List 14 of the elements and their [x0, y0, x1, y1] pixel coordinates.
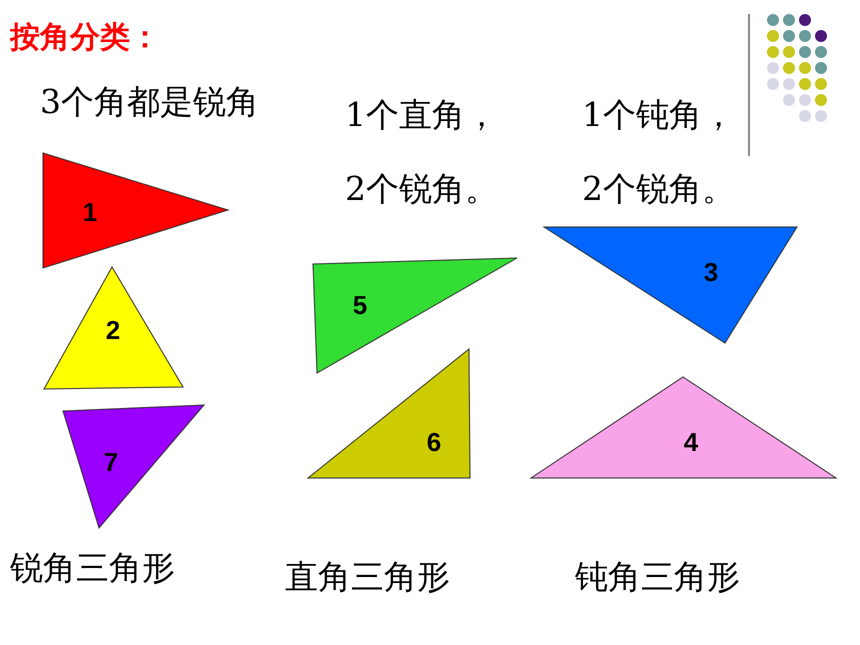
category-label: 直角三角形 — [285, 557, 451, 597]
triangle-number: 4 — [684, 428, 698, 456]
triangle-number: 1 — [82, 198, 98, 226]
triangle-number: 2 — [106, 316, 120, 344]
triangle-number: 3 — [704, 258, 718, 286]
description-text: 1个直角，2个锐角。 — [345, 94, 499, 210]
description-text: 3个角都是锐角 — [40, 82, 260, 122]
category-label: 锐角三角形 — [10, 548, 176, 588]
category-label: 钝角三角形 — [575, 557, 741, 597]
triangle-number: 5 — [352, 291, 368, 319]
description-text: 1个钝角，2个锐角。 — [582, 94, 736, 210]
heading: 按角分类： — [10, 20, 160, 56]
triangle-number: 7 — [104, 448, 118, 476]
triangle-number: 6 — [426, 428, 442, 456]
